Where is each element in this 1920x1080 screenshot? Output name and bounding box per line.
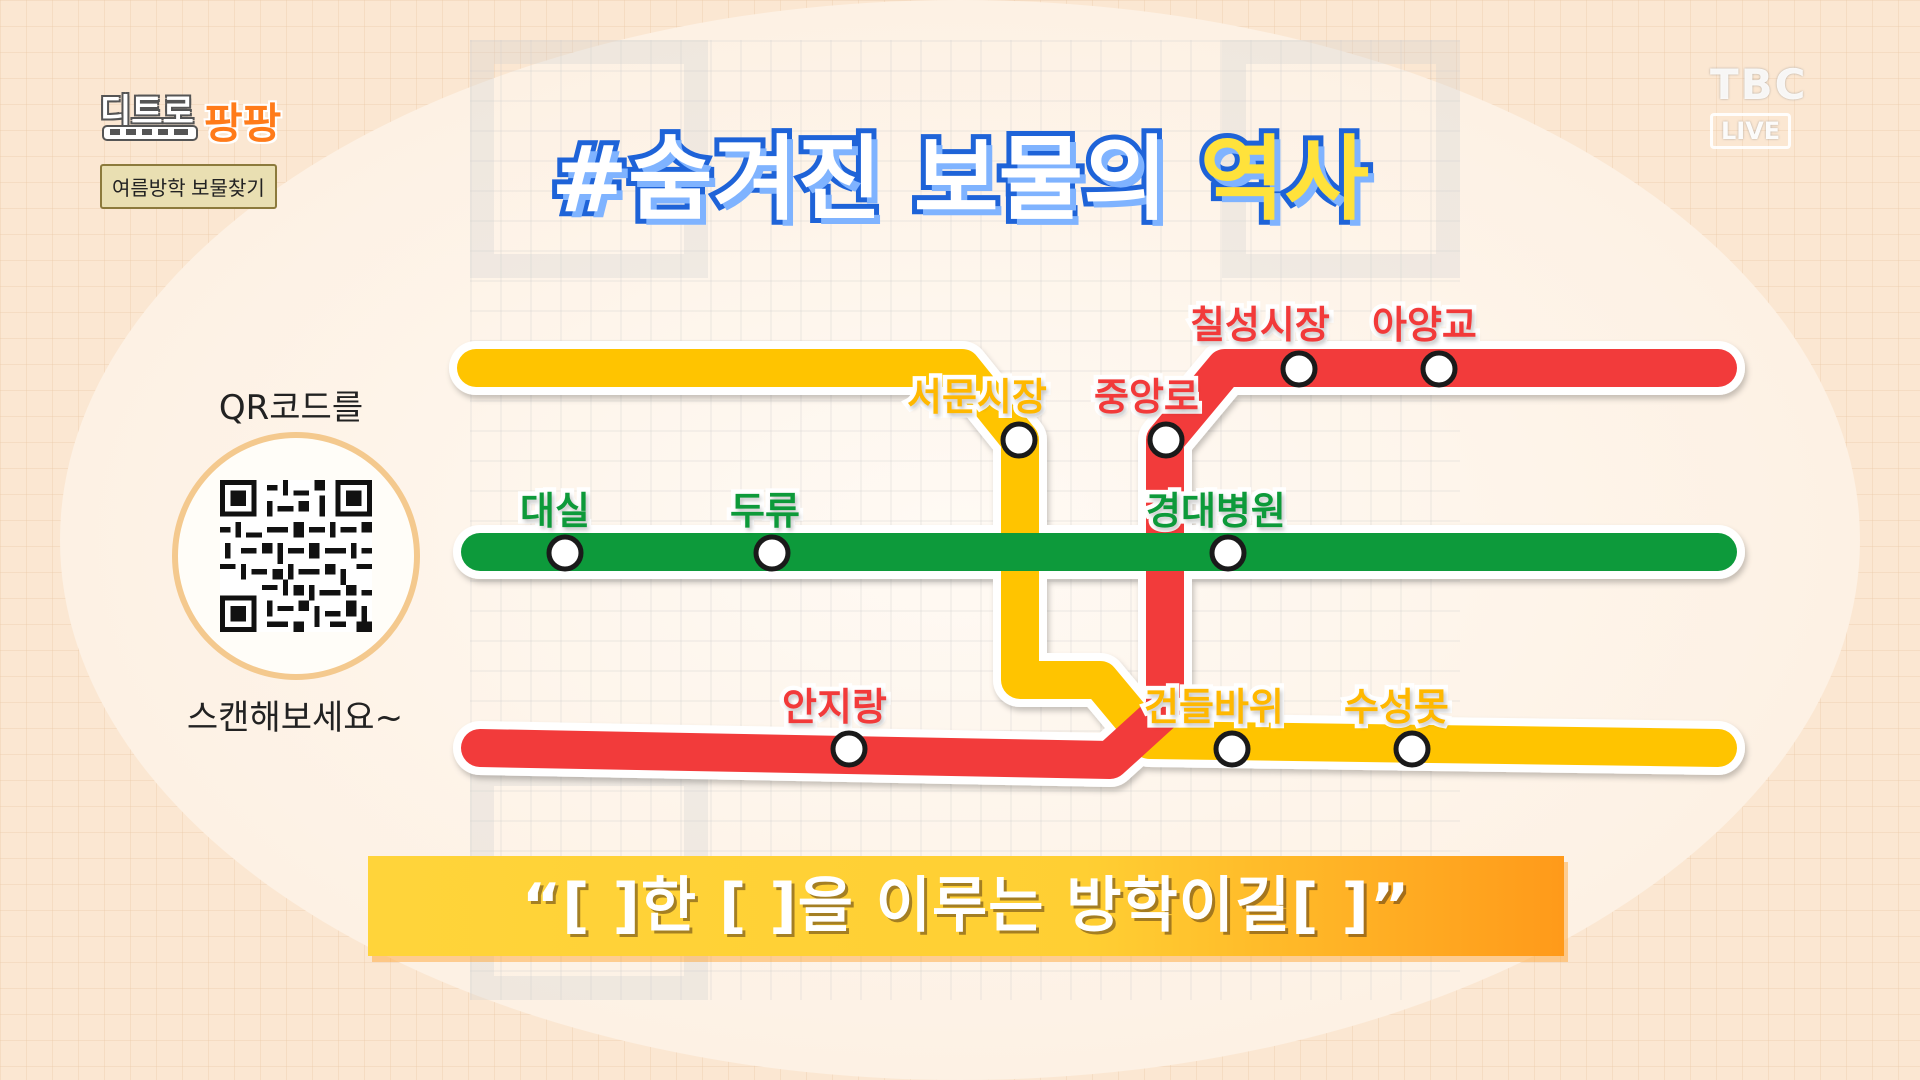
show-subtitle: 여름방학 보물찾기 — [100, 164, 277, 209]
station-label-daesil: 대실 — [516, 485, 595, 538]
station-marker-daesil — [546, 534, 584, 572]
logo-text-accent: 팡팡 — [204, 99, 282, 148]
station-marker-duryu — [753, 534, 791, 572]
station-marker-suseongmot — [1393, 730, 1431, 768]
title-main: #숨겨진 보물의 — [546, 121, 1173, 238]
station-marker-ayanggyo — [1420, 350, 1458, 388]
broadcaster-watermark: TBC LIVE — [1710, 60, 1820, 170]
station-label-ayanggyo: 아양교 — [1368, 299, 1482, 352]
station-label-jungangno: 중앙로 — [1090, 371, 1204, 424]
station-label-suseongmot: 수성못 — [1340, 681, 1454, 734]
station-label-duryu: 두류 — [726, 485, 805, 538]
qr-caption-top: QR코드를 — [218, 388, 364, 428]
page-title: #숨겨진 보물의 역사 — [430, 110, 1490, 250]
show-logo: 디트로 팡팡 여름방학 보물찾기 — [96, 80, 326, 209]
station-marker-geondeul — [1213, 730, 1251, 768]
background-qr-watermark — [470, 40, 1460, 1000]
station-marker-seomun — [1000, 421, 1038, 459]
station-marker-anjirang — [830, 730, 868, 768]
broadcaster-logo: TBC — [1710, 60, 1808, 109]
station-label-kyungdae: 경대병원 — [1142, 485, 1291, 538]
station-label-chilseong: 칠성시장 — [1186, 299, 1335, 352]
station-label-geondeul: 건들바위 — [1140, 681, 1289, 734]
quote-banner: “[ ]한 [ ]을 이루는 방학이길[ ]” — [368, 856, 1564, 956]
station-marker-jungangno — [1147, 421, 1185, 459]
train-icon — [102, 125, 198, 141]
station-label-anjirang: 안지랑 — [778, 681, 892, 734]
station-marker-kyungdae — [1209, 534, 1247, 572]
title-highlight: 역사 — [1195, 121, 1374, 238]
qr-code-frame[interactable] — [172, 432, 420, 680]
station-marker-chilseong — [1280, 350, 1318, 388]
station-label-seomun: 서문시장 — [903, 371, 1052, 424]
live-badge: LIVE — [1710, 113, 1792, 149]
qr-caption-bottom: 스캔해보세요~ — [186, 698, 404, 738]
qr-code-icon — [220, 480, 372, 632]
